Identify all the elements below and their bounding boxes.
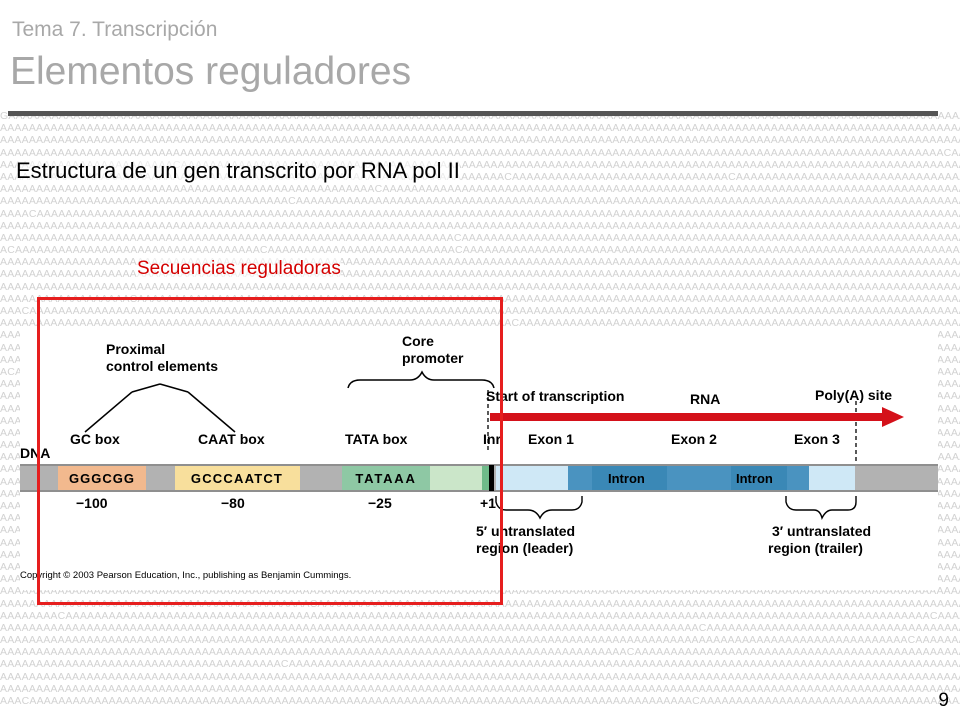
inr-segment bbox=[482, 466, 492, 490]
exon3-segment bbox=[809, 466, 855, 490]
inr-label: Inr bbox=[483, 431, 501, 447]
background-sequence-line: AAAAAAAAAAAAAAAAAAAAAAAAAAAAAAAAAAAAAAAC… bbox=[0, 658, 960, 671]
polya-site-label: Poly(A) site bbox=[815, 387, 892, 403]
exon3-coding bbox=[787, 466, 809, 490]
background-sequence-line: AAAAAAAAAAAAAAAAAAAAAAAAAAAAAAAAAAAAAAAA… bbox=[0, 219, 960, 232]
background-sequence-line: AAAAAAAAAAAAAAAAAAAAAAAAAAAAAAAAAAAAAAAA… bbox=[0, 317, 960, 330]
exon2-label: Exon 2 bbox=[671, 431, 717, 447]
tata-box-label: TATA box bbox=[345, 431, 408, 447]
gene-structure-diagram: Proximal control elements Core promoter … bbox=[20, 333, 938, 581]
gc-box-sequence: GGGCGG bbox=[69, 471, 135, 486]
background-sequence-line: AAAAAAAAAAAAAAAAAAAAAAAAAAAAAAAAAAAAAAAA… bbox=[0, 621, 960, 634]
utr3-label-line2: region (trailer) bbox=[768, 540, 863, 556]
tata-box-sequence: TATAAA bbox=[355, 471, 416, 486]
background-sequence-line: AAAAAAAAAAAAAAAAAAAAAAAAAAAAAAAAAAAAAAAA… bbox=[0, 670, 960, 683]
regulatory-sequences-label: Secuencias reguladoras bbox=[137, 258, 341, 280]
background-sequence-line: AAACAAAAAAAAAAAAAAAAAAAAAAAAAAAAAAAAAAAA… bbox=[0, 305, 960, 317]
background-sequence-line: AAAACAAAAAAAAAAAAAAAAAAAAAAAAAAAAAAAAAAA… bbox=[0, 207, 960, 220]
background-sequence-line: AAAAAAAAAAAAAAAAAAAAAAAAAAAAAAAAAAAAAAAA… bbox=[0, 231, 960, 244]
utr5-bracket bbox=[495, 496, 583, 520]
background-sequence-line: AAAAAAAAAAAAAAAAAAAAAAAAAAAAAAAAAAAAAAAA… bbox=[0, 682, 960, 695]
gc-box-label: GC box bbox=[70, 431, 120, 447]
slide-subtitle: Tema 7. Transcripción bbox=[12, 18, 218, 41]
background-sequence-line: AAAAAAAAAAAAAAAAAAAAAAAAAAAAAAAAAAAAAAAA… bbox=[0, 646, 960, 659]
caat-box-sequence: GCCCAATCT bbox=[191, 471, 283, 486]
background-sequence-line: AAAAAAAACAAAAAAAAAAAAAAAAAAAAAAAAAAAAAAA… bbox=[0, 609, 960, 622]
slide-heading: Estructura de un gen transcrito por RNA … bbox=[16, 158, 460, 184]
tata-box-segment bbox=[342, 466, 430, 490]
core-label-line2: promoter bbox=[402, 350, 464, 366]
caat-box-label: CAAT box bbox=[198, 431, 265, 447]
background-sequence-line: AAAAAAAAAAAAAAAAAAAAAAAAAAAAAAAAAAAAAAAA… bbox=[0, 183, 960, 196]
proximal-label-line2: control elements bbox=[106, 358, 218, 374]
title-divider bbox=[8, 111, 938, 116]
rna-label: RNA bbox=[690, 391, 720, 407]
intron1-segment bbox=[592, 466, 667, 490]
plus-one-label: +1 bbox=[480, 495, 496, 511]
dna-label: DNA bbox=[20, 445, 50, 461]
gene-structure-figure: Proximal control elements Core promoter … bbox=[20, 328, 938, 590]
exon1-segment bbox=[496, 466, 568, 490]
proximal-bracket bbox=[84, 383, 236, 433]
caat-box-segment bbox=[175, 466, 300, 490]
intron1-label: Intron bbox=[608, 471, 645, 486]
transcription-start-mark bbox=[489, 465, 494, 491]
background-sequence-line: AAACAAAAAAAAAAAAAAAAAAAAAAAAAAAAAAAAAAAA… bbox=[0, 695, 960, 707]
background-sequence-line: AAAAAAAAAAAAAAAAAAAAAAAAAAAAAAAAAAAAAAAA… bbox=[0, 122, 960, 135]
rna-arrow bbox=[490, 407, 904, 427]
proximal-label-line1: Proximal bbox=[106, 341, 165, 357]
page-number: 9 bbox=[938, 690, 949, 711]
core-promoter-bracket bbox=[347, 370, 495, 389]
exon1-coding bbox=[568, 466, 592, 490]
exon3-label: Exon 3 bbox=[794, 431, 840, 447]
intron2-segment bbox=[731, 466, 787, 490]
background-sequence-line: AAAAAAAAAAAAAAAAAAAAAAAAAAAAAAAAAAAAAAAA… bbox=[0, 146, 960, 159]
background-sequence-line: AAAAAAAAAAAAAAAAAAAAAAAAAAAAAAAAAAAAAAAA… bbox=[0, 280, 960, 293]
gc-box-segment bbox=[58, 466, 146, 490]
caat-box-position: −80 bbox=[221, 495, 245, 511]
utr3-bracket bbox=[785, 496, 857, 521]
background-sequence-line: ACAAAAAAAAAAAAAAAAAAAAAAAAAAAAAAAAAACAAA… bbox=[0, 244, 960, 257]
exon2-segment bbox=[667, 466, 731, 490]
gc-box-position: −100 bbox=[76, 495, 108, 511]
tata-box-position: −25 bbox=[368, 495, 392, 511]
exon1-label: Exon 1 bbox=[528, 431, 574, 447]
copyright-note: Copyright © 2003 Pearson Education, Inc.… bbox=[20, 570, 351, 581]
start-of-transcription-label: Start of transcription bbox=[486, 388, 624, 404]
background-sequence-line: AAAAAAAAAAAAAAAAAAAAAAAAAAAAAAAAAAAAAAAA… bbox=[0, 134, 960, 147]
regulatory-sequences-highlight-box bbox=[37, 297, 503, 605]
intron2-label: Intron bbox=[736, 471, 773, 486]
utr3-label-line1: 3′ untranslated bbox=[772, 523, 871, 539]
slide-title: Elementos reguladores bbox=[10, 50, 412, 93]
core-label-line1: Core bbox=[402, 333, 434, 349]
background-sequence-line: AAAAAAAAAAAAAAAAAAAAAAAAAAAAAAAAAAAAAAAA… bbox=[0, 634, 960, 647]
background-sequence-line: AAAAAAAAAAAAAAAAAAAAAAAAAAAAAAAAAAAAAAAA… bbox=[0, 195, 960, 208]
